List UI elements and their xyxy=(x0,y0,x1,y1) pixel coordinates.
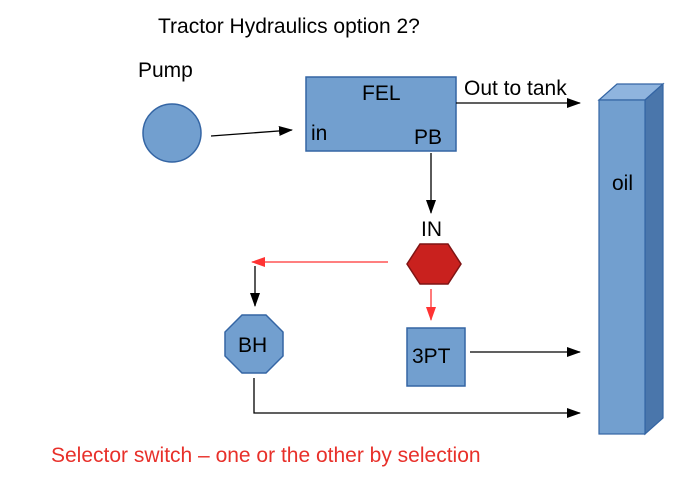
bh-valve xyxy=(224,314,284,374)
fel-in-label: in xyxy=(311,122,327,145)
tank-label: oil xyxy=(612,172,633,195)
out-to-tank-label: Out to tank xyxy=(464,77,567,100)
threept-box xyxy=(406,327,466,387)
tank-side xyxy=(644,82,664,436)
oil-tank xyxy=(598,99,646,435)
pump-label: Pump xyxy=(138,59,193,82)
selector-valve xyxy=(406,243,462,285)
bh-label: BH xyxy=(238,334,267,357)
fel-pb-label: PB xyxy=(414,126,442,149)
fel-box xyxy=(305,76,457,152)
selector-caption: Selector switch – one or the other by se… xyxy=(51,444,481,467)
pump-to-fel-arrow xyxy=(210,125,293,137)
fel-label: FEL xyxy=(362,82,401,105)
diagram-title: Tractor Hydraulics option 2? xyxy=(158,15,420,38)
pump-circle xyxy=(142,103,202,163)
bh-to-tank-arrow xyxy=(253,378,581,418)
selector-in-label: IN xyxy=(421,218,442,241)
threept-label: 3PT xyxy=(412,345,451,368)
